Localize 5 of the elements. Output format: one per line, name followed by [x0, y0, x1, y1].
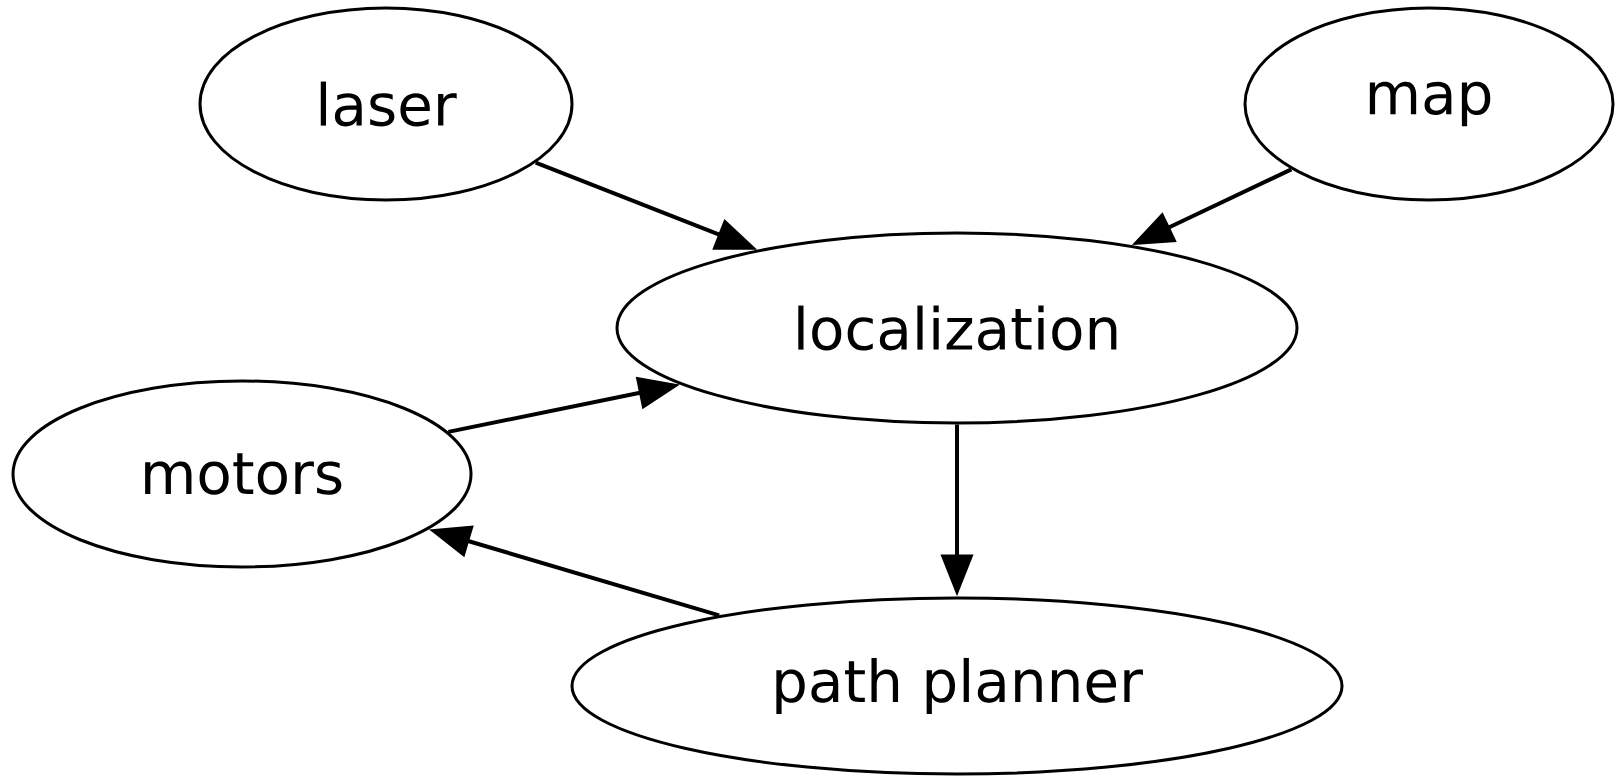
- ellipse-node: localization: [615, 231, 1299, 425]
- ellipse-node: map: [1243, 6, 1615, 202]
- ellipse-node: laser: [198, 6, 574, 202]
- ellipse-node: path planner: [570, 596, 1344, 776]
- ellipse-node: motors: [11, 379, 473, 569]
